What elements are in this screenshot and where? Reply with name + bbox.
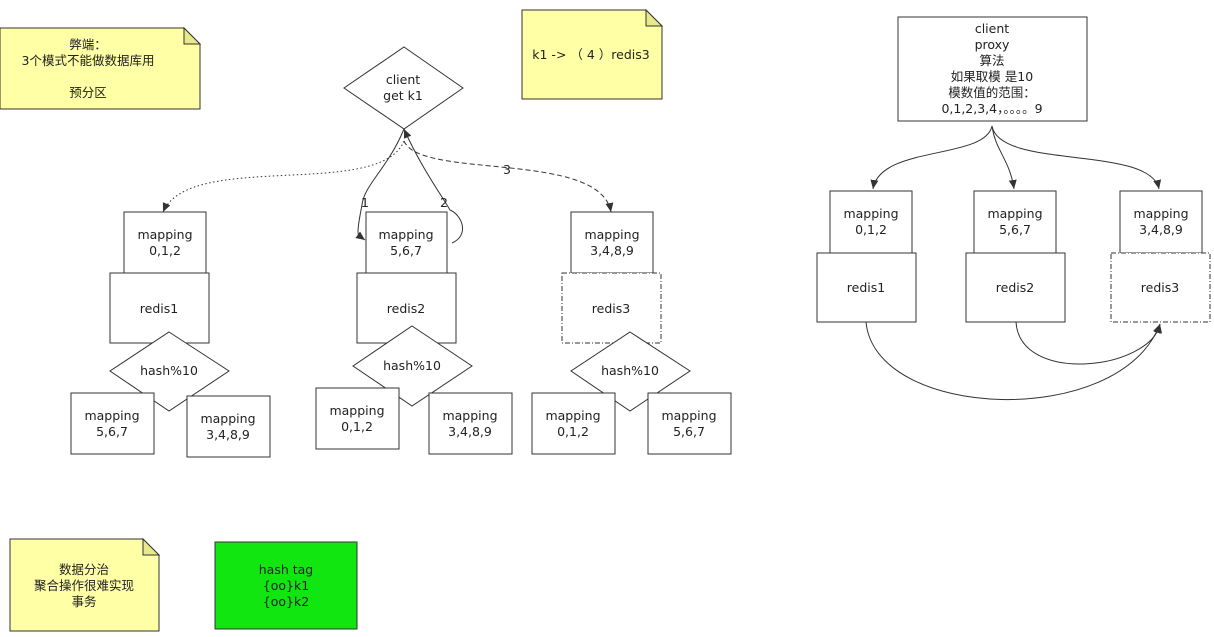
rnode1-mapping-slots: 0,1,2: [855, 222, 887, 237]
note-drawback-line-2: 3个模式不能做数据库用: [22, 53, 155, 68]
left-node-2: mapping 5,6,7 redis2 hash%10 mapping 0,1…: [315, 211, 513, 455]
edge-proxy-to-redis2: [991, 125, 1017, 190]
right-node-2: mapping 5,6,7 redis2: [965, 190, 1066, 323]
edge-label-1: 1: [361, 195, 369, 210]
node1-redis-label: redis1: [140, 301, 178, 316]
client-label: client: [386, 72, 420, 87]
left-node-3: mapping 3,4,8,9 redis3 hash%10 mapping 0…: [531, 211, 732, 455]
proxy-line-1: client: [975, 21, 1009, 36]
proxy-line-3: 算法: [979, 53, 1004, 68]
edge-redis1-to-redis3: [865, 321, 1161, 400]
note-drawback-line-1: 弊端：: [69, 37, 107, 52]
node2-hash-diamond: [352, 325, 473, 407]
node2-sub1-slots: 0,1,2: [341, 419, 373, 434]
right-node-3: mapping 3,4,8,9 redis3: [1110, 190, 1211, 323]
rnode1-redis-label: redis1: [847, 280, 885, 295]
node3-sub2-slots: 5,6,7: [673, 424, 705, 439]
node3-sub2-box: [647, 392, 732, 455]
rnode1-mapping-title: mapping: [843, 206, 898, 221]
node3-redis-label: redis3: [592, 301, 630, 316]
node2-sub1-title: mapping: [329, 403, 384, 418]
edge-1-client-to-node2: [355, 128, 405, 241]
rnode3-mapping-title: mapping: [1133, 206, 1188, 221]
node3-sub1-slots: 0,1,2: [557, 424, 589, 439]
rnode3-mapping-slots: 3,4,8,9: [1139, 222, 1183, 237]
node3-hash-diamond: [570, 331, 691, 412]
client-diamond: client get k1: [343, 46, 464, 130]
client-command: get k1: [383, 88, 423, 103]
edge-proxy-to-redis1: [870, 125, 993, 190]
node1-sub1-slots: 5,6,7: [96, 424, 128, 439]
node1-sub1-box: [70, 392, 155, 455]
node2-sub2-slots: 3,4,8,9: [448, 424, 492, 439]
node1-hash-diamond: [109, 331, 230, 412]
proxy-line-2: proxy: [975, 37, 1010, 52]
hash-tag-line-1: hash tag: [259, 562, 314, 577]
node2-hash-label: hash%10: [383, 358, 441, 373]
rnode2-mapping-slots: 5,6,7: [999, 222, 1031, 237]
node3-sub1-title: mapping: [545, 408, 600, 423]
left-node-1: mapping 0,1,2 redis1 hash%10 mapping 5,6…: [70, 211, 271, 458]
node1-mapping-slots: 0,1,2: [149, 243, 181, 258]
node3-mapping-slots: 3,4,8,9: [590, 243, 634, 258]
hash-tag-line-3: {oo}k2: [263, 594, 309, 609]
proxy-line-4: 如果取模 是10: [951, 69, 1033, 84]
node2-redis-label: redis2: [387, 301, 425, 316]
node3-hash-label: hash%10: [601, 363, 659, 378]
edge-2-node2-to-client: [403, 128, 463, 244]
note-drawback: 弊端： 3个模式不能做数据库用 预分区: [0, 26, 202, 110]
node1-sub2-slots: 3,4,8,9: [206, 427, 250, 442]
node3-mapping-box: [570, 211, 654, 274]
edge-3-client-to-node3: [403, 140, 614, 213]
node1-redis-box: [109, 272, 210, 344]
node2-sub1-box: [315, 387, 400, 450]
node2-mapping-title: mapping: [378, 227, 433, 242]
node3-sub1-box: [531, 392, 616, 455]
edge-proxy-to-redis3: [991, 125, 1162, 190]
note-sharding-line-1: 数据分治: [59, 562, 109, 577]
note-route-text: k1 -> （ 4 ）redis3: [532, 47, 649, 62]
node3-redis-box: [561, 272, 662, 344]
hash-tag-box: hash tag {oo}k1 {oo}k2: [214, 541, 358, 630]
note-sharding-line-2: 聚合操作很难实现: [34, 578, 134, 593]
edge-redis2-to-redis3: [1015, 321, 1162, 365]
node1-mapping-title: mapping: [137, 227, 192, 242]
edge-label-3: 3: [503, 162, 511, 177]
node1-hash-label: hash%10: [140, 363, 198, 378]
rnode2-redis-label: redis2: [996, 280, 1034, 295]
note-route: k1 -> （ 4 ）redis3: [521, 8, 664, 100]
node3-sub2-title: mapping: [661, 408, 716, 423]
node1-sub2-title: mapping: [200, 411, 255, 426]
proxy-line-5: 模数值的范围：: [948, 85, 1036, 100]
node1-mapping-box: [123, 211, 207, 274]
edge-label-2: 2: [440, 195, 448, 210]
node1-sub2-box: [186, 395, 271, 458]
note-drawback-line-4: 预分区: [69, 85, 107, 100]
note-sharding-line-3: 事务: [71, 594, 96, 609]
hash-tag-line-2: {oo}k1: [263, 578, 309, 593]
node2-sub2-box: [428, 392, 513, 455]
node2-mapping-slots: 5,6,7: [390, 243, 422, 258]
rnode2-mapping-title: mapping: [987, 206, 1042, 221]
proxy-line-6: 0,1,2,3,4，。。。。9: [941, 101, 1042, 116]
node3-mapping-title: mapping: [584, 227, 639, 242]
node1-sub1-title: mapping: [84, 408, 139, 423]
rnode3-redis-label: redis3: [1141, 280, 1179, 295]
node2-sub2-title: mapping: [442, 408, 497, 423]
note-sharding: 数据分治 聚合操作很难实现 事务: [9, 537, 161, 632]
proxy-box: client proxy 算法 如果取模 是10 模数值的范围： 0,1,2,3…: [897, 16, 1088, 122]
right-node-1: mapping 0,1,2 redis1: [816, 190, 917, 323]
